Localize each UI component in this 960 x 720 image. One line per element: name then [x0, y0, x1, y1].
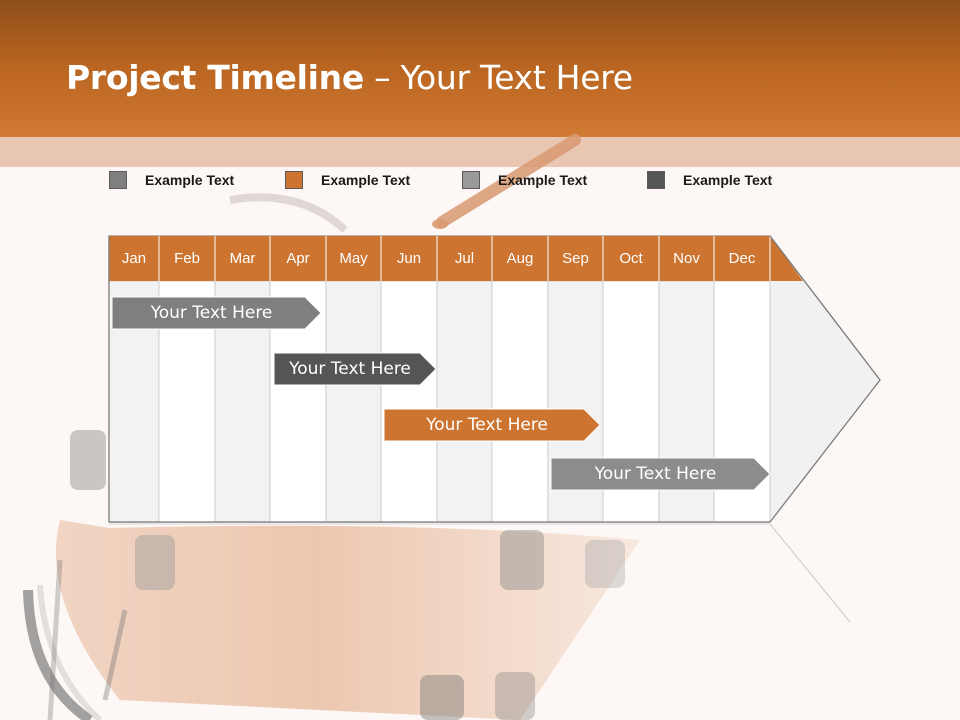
month-label-nov: Nov: [673, 250, 700, 267]
month-column-may: [325, 280, 382, 523]
month-label-sep: Sep: [562, 250, 589, 267]
task-arrow-4: [550, 457, 771, 491]
month-label-may: May: [339, 250, 368, 267]
task-label-4: Your Text Here: [594, 464, 717, 484]
month-label-feb: Feb: [174, 250, 200, 267]
month-label-jan: Jan: [121, 250, 147, 267]
legend-swatch-4: [647, 171, 665, 189]
month-label-jun: Jun: [396, 250, 422, 267]
month-column-jun: [380, 280, 438, 523]
month-label-apr: Apr: [286, 250, 310, 267]
legend-label-4: Example Text: [683, 172, 773, 188]
legend-swatch-1: [109, 171, 127, 189]
month-column-aug: [491, 280, 549, 523]
title-bold: Project Timeline: [66, 58, 364, 97]
legend-item-3: Example Text: [462, 171, 587, 189]
header-band: [0, 137, 960, 167]
month-label-dec: Dec: [728, 250, 756, 267]
month-label-mar: Mar: [229, 250, 256, 267]
legend-swatch-3: [462, 171, 480, 189]
task-label-2: Your Text Here: [289, 359, 411, 379]
month-label-jul: Jul: [454, 250, 475, 267]
month-label-oct: Oct: [619, 250, 643, 267]
legend-item-1: Example Text: [109, 171, 234, 189]
task-arrow-2: [273, 352, 437, 386]
legend-label-3: Example Text: [498, 172, 588, 188]
legend-label-2: Example Text: [321, 172, 411, 188]
task-label-3: Your Text Here: [426, 415, 548, 435]
legend-label-1: Example Text: [145, 172, 235, 188]
month-column-jul: [436, 280, 493, 523]
title-rest: – Your Text Here: [363, 58, 633, 97]
month-label-aug: Aug: [506, 250, 534, 267]
page-title: Project Timeline – Your Text Here: [66, 58, 633, 97]
task-arrow-1: [111, 296, 322, 330]
task-label-1: Your Text Here: [150, 303, 273, 323]
task-arrow-3: [383, 408, 601, 442]
legend-item-2: Example Text: [285, 171, 410, 189]
legend-swatch-2: [285, 171, 303, 189]
legend-item-4: Example Text: [647, 171, 772, 189]
header-bar: [0, 0, 960, 137]
